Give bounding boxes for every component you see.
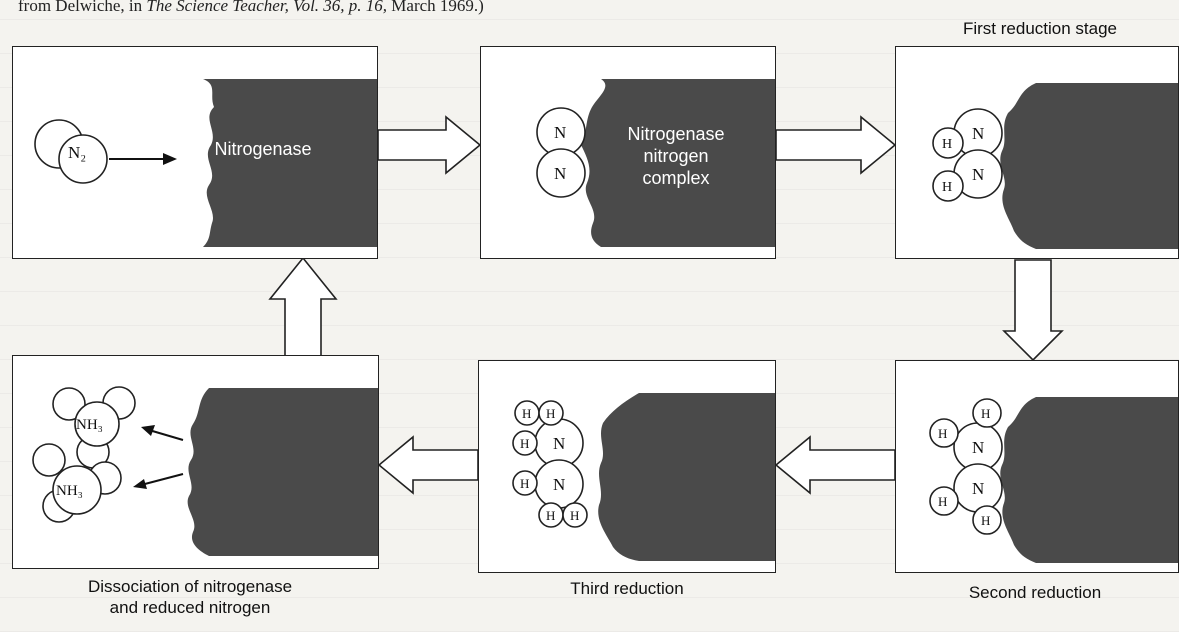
enzyme-shape bbox=[581, 79, 775, 247]
enzyme-shape bbox=[598, 393, 775, 561]
nitrogenase-label: Nitrogenase bbox=[214, 139, 312, 159]
enzyme-shape bbox=[1000, 83, 1178, 249]
panel-4-art: N N H H H H bbox=[929, 397, 1178, 563]
second-reduction-label: Second reduction bbox=[968, 583, 1102, 602]
atom-label: N bbox=[972, 165, 984, 184]
figure-credit: from Delwiche, in The Science Teacher, V… bbox=[18, 0, 484, 15]
atom-label: N bbox=[972, 479, 984, 498]
atom-label: N bbox=[972, 124, 984, 143]
hydrogen-label: H bbox=[546, 508, 555, 523]
hydrogen-label: H bbox=[938, 426, 947, 441]
arrow-p4-to-p5 bbox=[774, 435, 896, 495]
complex-label: Nitrogenase nitrogen complex bbox=[627, 124, 725, 188]
hydrogen-label: H bbox=[942, 137, 952, 152]
hydrogen-label: H bbox=[520, 476, 529, 491]
panel-3-art: N N H H bbox=[932, 83, 1178, 249]
panel-nitrogenase: N₂ Nitrogenase bbox=[12, 46, 378, 259]
panel-third-reduction: N N H H H H H H bbox=[478, 360, 776, 573]
atom-label: N bbox=[553, 434, 565, 453]
panel-first-reduction: N N H H bbox=[895, 46, 1179, 259]
panel-complex: N N Nitrogenase nitrogen complex bbox=[480, 46, 776, 259]
hydrogen-label: H bbox=[981, 513, 990, 528]
panel-6-art: NH₃ NH₃ bbox=[32, 386, 378, 556]
enzyme-shape bbox=[1000, 397, 1178, 563]
atom-label: N bbox=[554, 123, 566, 142]
ammonia-label: NH₃ bbox=[56, 483, 83, 499]
panel-1-art: N₂ bbox=[34, 79, 377, 247]
hydrogen-label: H bbox=[570, 508, 579, 523]
panel-second-reduction: N N H H H H bbox=[895, 360, 1179, 573]
atom-label: N bbox=[553, 475, 565, 494]
panel-5-art: N N H H H H H H bbox=[512, 393, 775, 561]
hydrogen-label: H bbox=[522, 406, 531, 421]
third-reduction-label: Third reduction bbox=[570, 579, 684, 598]
arrow-p2-to-p3 bbox=[775, 115, 897, 175]
n2-molecule-label: N₂ bbox=[68, 143, 86, 162]
hydrogen-label: H bbox=[942, 180, 952, 195]
dissociation-label: Dissociation of nitrogenase and reduced … bbox=[87, 577, 293, 617]
hydrogen-label: H bbox=[981, 406, 990, 421]
ammonia-label: NH₃ bbox=[76, 417, 103, 433]
arrow-p3-to-p4 bbox=[1002, 259, 1064, 362]
enzyme-shape bbox=[187, 388, 378, 556]
first-reduction-label: First reduction stage bbox=[962, 19, 1117, 38]
enzyme-shape bbox=[203, 79, 377, 247]
hydrogen-label: H bbox=[520, 436, 529, 451]
atom-label: N bbox=[554, 164, 566, 183]
arrow-p1-to-p2 bbox=[377, 115, 482, 175]
arrow-p5-to-p6 bbox=[377, 435, 479, 495]
panel-2-art: N N bbox=[536, 79, 775, 247]
atom-label: N bbox=[972, 438, 984, 457]
hydrogen-label: H bbox=[546, 406, 555, 421]
panel-dissociation: NH₃ NH₃ bbox=[12, 355, 379, 569]
hydrogen-label: H bbox=[938, 494, 947, 509]
